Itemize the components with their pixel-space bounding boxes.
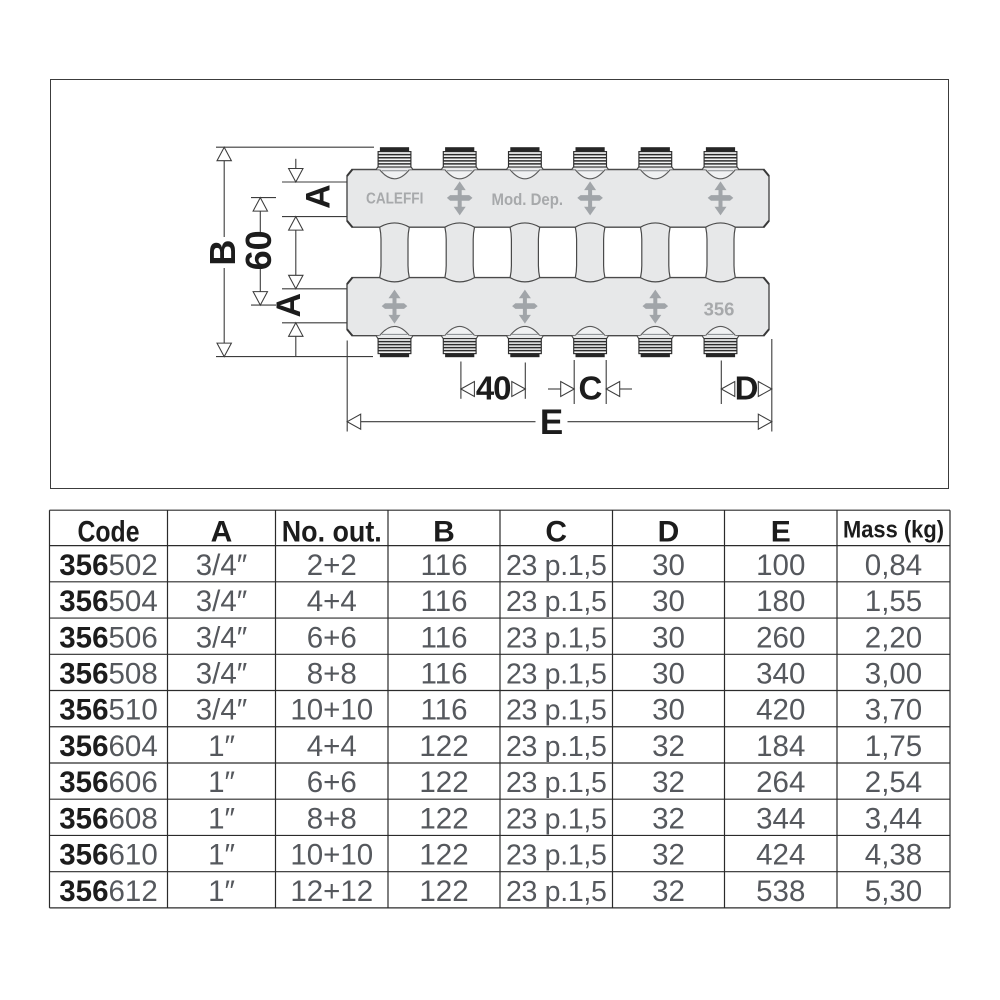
svg-text:E: E bbox=[540, 403, 563, 442]
svg-text:1,55: 1,55 bbox=[865, 585, 922, 618]
svg-text:30: 30 bbox=[652, 549, 685, 582]
svg-text:424: 424 bbox=[756, 839, 805, 872]
svg-text:23 p.1,5: 23 p.1,5 bbox=[506, 767, 607, 799]
svg-text:538: 538 bbox=[756, 875, 805, 908]
svg-text:3/4″: 3/4″ bbox=[196, 694, 247, 727]
svg-text:0,84: 0,84 bbox=[865, 549, 922, 582]
svg-text:32: 32 bbox=[652, 802, 685, 835]
svg-text:5,30: 5,30 bbox=[865, 875, 922, 908]
svg-text:D: D bbox=[658, 515, 680, 548]
svg-text:116: 116 bbox=[420, 621, 467, 654]
svg-text:32: 32 bbox=[652, 766, 685, 799]
svg-text:184: 184 bbox=[756, 730, 805, 763]
svg-text:122: 122 bbox=[419, 802, 468, 835]
svg-text:116: 116 bbox=[420, 657, 467, 690]
svg-text:C: C bbox=[545, 515, 567, 548]
svg-text:4+4: 4+4 bbox=[307, 730, 357, 763]
svg-text:10+10: 10+10 bbox=[290, 839, 373, 872]
svg-text:12+12: 12+12 bbox=[290, 875, 373, 908]
svg-text:356606: 356606 bbox=[59, 766, 157, 799]
svg-text:122: 122 bbox=[419, 875, 468, 908]
svg-text:8+8: 8+8 bbox=[307, 657, 357, 690]
svg-text:356: 356 bbox=[704, 298, 735, 319]
svg-text:100: 100 bbox=[756, 549, 805, 582]
svg-text:E: E bbox=[771, 515, 791, 548]
svg-text:1″: 1″ bbox=[208, 839, 235, 872]
svg-text:1″: 1″ bbox=[208, 766, 235, 799]
svg-text:264: 264 bbox=[756, 766, 805, 799]
svg-text:116: 116 bbox=[420, 585, 467, 618]
svg-text:23 p.1,5: 23 p.1,5 bbox=[506, 550, 607, 582]
svg-text:122: 122 bbox=[419, 766, 468, 799]
svg-text:2,20: 2,20 bbox=[865, 621, 922, 654]
svg-text:2+2: 2+2 bbox=[307, 549, 357, 582]
svg-text:4+4: 4+4 bbox=[307, 585, 357, 618]
svg-text:Code: Code bbox=[78, 515, 140, 548]
svg-text:23 p.1,5: 23 p.1,5 bbox=[506, 695, 607, 727]
svg-text:1″: 1″ bbox=[208, 802, 235, 835]
svg-text:23 p.1,5: 23 p.1,5 bbox=[506, 731, 607, 763]
svg-text:260: 260 bbox=[756, 621, 805, 654]
svg-text:10+10: 10+10 bbox=[290, 694, 373, 727]
svg-text:60: 60 bbox=[238, 230, 279, 270]
svg-text:356502: 356502 bbox=[59, 549, 157, 582]
svg-text:C: C bbox=[578, 370, 602, 407]
svg-text:30: 30 bbox=[652, 694, 685, 727]
svg-text:32: 32 bbox=[652, 839, 685, 872]
svg-text:122: 122 bbox=[419, 730, 468, 763]
svg-text:344: 344 bbox=[756, 802, 805, 835]
svg-text:356508: 356508 bbox=[59, 657, 157, 690]
svg-text:180: 180 bbox=[756, 585, 805, 618]
svg-text:1″: 1″ bbox=[208, 875, 235, 908]
svg-text:356510: 356510 bbox=[59, 694, 157, 727]
svg-text:23 p.1,5: 23 p.1,5 bbox=[506, 840, 607, 872]
svg-text:420: 420 bbox=[756, 694, 805, 727]
svg-text:30: 30 bbox=[652, 657, 685, 690]
svg-text:356612: 356612 bbox=[59, 875, 157, 908]
svg-text:30: 30 bbox=[652, 585, 685, 618]
svg-text:B: B bbox=[202, 240, 243, 266]
svg-text:Mod. Dep.: Mod. Dep. bbox=[492, 191, 564, 209]
svg-text:3,44: 3,44 bbox=[865, 802, 922, 835]
svg-text:23 p.1,5: 23 p.1,5 bbox=[506, 803, 607, 835]
svg-text:116: 116 bbox=[420, 549, 467, 582]
svg-text:A: A bbox=[299, 184, 337, 209]
svg-text:23 p.1,5: 23 p.1,5 bbox=[506, 658, 607, 690]
svg-text:6+6: 6+6 bbox=[307, 766, 357, 799]
svg-text:2,54: 2,54 bbox=[865, 766, 922, 799]
svg-text:340: 340 bbox=[756, 657, 805, 690]
svg-text:356506: 356506 bbox=[59, 621, 157, 654]
svg-text:40: 40 bbox=[476, 370, 511, 407]
svg-text:122: 122 bbox=[419, 839, 468, 872]
svg-text:A: A bbox=[270, 293, 308, 318]
svg-text:23 p.1,5: 23 p.1,5 bbox=[506, 876, 607, 908]
svg-text:32: 32 bbox=[652, 730, 685, 763]
svg-text:356608: 356608 bbox=[59, 802, 157, 835]
svg-text:Mass (kg): Mass (kg) bbox=[843, 517, 944, 544]
svg-text:No. out.: No. out. bbox=[282, 515, 382, 548]
svg-text:23 p.1,5: 23 p.1,5 bbox=[506, 586, 607, 618]
svg-text:6+6: 6+6 bbox=[307, 621, 357, 654]
svg-text:3,00: 3,00 bbox=[865, 657, 922, 690]
svg-text:1″: 1″ bbox=[208, 730, 235, 763]
svg-text:3/4″: 3/4″ bbox=[196, 549, 247, 582]
svg-text:1,75: 1,75 bbox=[865, 730, 922, 763]
svg-text:4,38: 4,38 bbox=[865, 839, 922, 872]
svg-text:23 p.1,5: 23 p.1,5 bbox=[506, 622, 607, 654]
svg-text:B: B bbox=[433, 515, 455, 548]
svg-text:3,70: 3,70 bbox=[865, 694, 922, 727]
svg-text:356604: 356604 bbox=[59, 730, 157, 763]
svg-text:8+8: 8+8 bbox=[307, 802, 357, 835]
svg-text:A: A bbox=[211, 515, 233, 548]
svg-text:116: 116 bbox=[420, 694, 467, 727]
svg-text:3/4″: 3/4″ bbox=[196, 585, 247, 618]
svg-text:CALEFFI: CALEFFI bbox=[366, 190, 423, 207]
svg-text:D: D bbox=[735, 370, 759, 407]
svg-text:3/4″: 3/4″ bbox=[196, 657, 247, 690]
svg-text:3/4″: 3/4″ bbox=[196, 621, 247, 654]
svg-text:356610: 356610 bbox=[59, 839, 157, 872]
svg-text:356504: 356504 bbox=[59, 585, 157, 618]
svg-text:30: 30 bbox=[652, 621, 685, 654]
svg-text:32: 32 bbox=[652, 875, 685, 908]
